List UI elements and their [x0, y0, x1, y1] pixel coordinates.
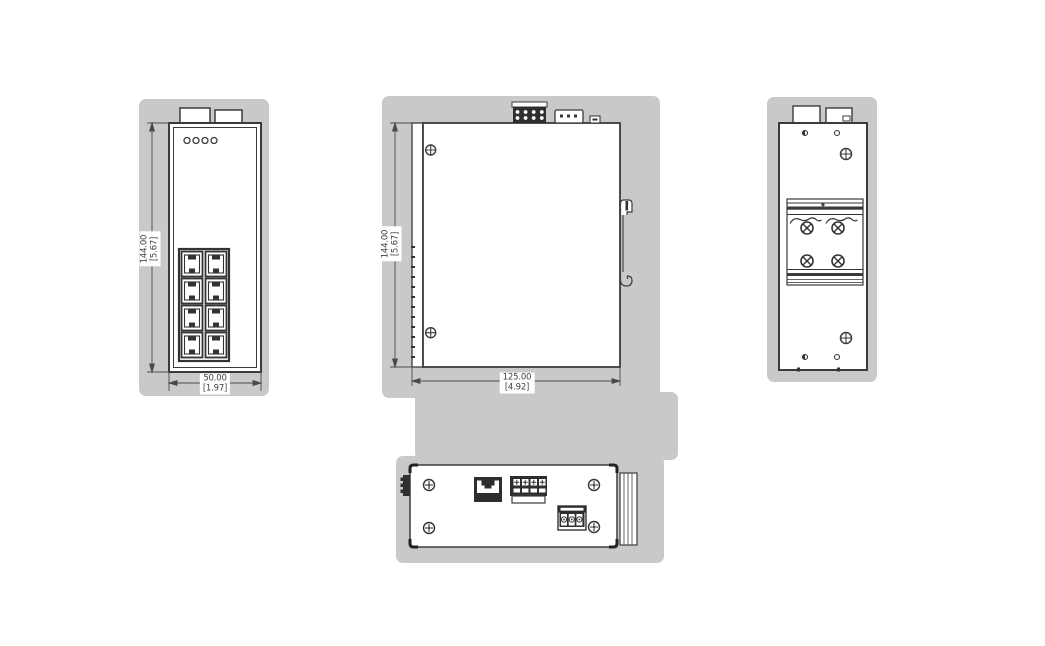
dimension-mm: 50.00 [203, 373, 227, 384]
din-rail-bracket [786, 198, 864, 286]
ground-lug [589, 115, 601, 124]
phillips-screw-icon [425, 144, 437, 339]
top-connector-bumps [792, 105, 853, 124]
front-view-drawing [147, 107, 263, 391]
side-depth-dimension-label: 125.00 [4.92] [499, 372, 535, 394]
power-terminal-block [511, 101, 548, 123]
vent-ticks [411, 246, 415, 358]
led-indicators [183, 136, 218, 145]
dimension-inch: [5.67] [149, 236, 159, 262]
corner-accents [408, 463, 619, 549]
front-faceplate-outline [173, 127, 257, 368]
side-height-dimension-label: 144.00 [5.67] [380, 226, 402, 262]
side-view-drawing [390, 101, 633, 386]
rj45-jack-icon [474, 477, 502, 502]
terminal-block-3pos [557, 505, 587, 531]
mounting-holes-top [801, 129, 841, 137]
terminal-block-4pos [510, 476, 547, 504]
console-connector [554, 109, 584, 124]
side-front-strip [411, 122, 424, 368]
dimension-inch: [5.67] [390, 231, 400, 257]
phillips-screw-icon [839, 147, 853, 345]
side-connector-comb [400, 475, 410, 496]
mounting-holes-bottom [797, 353, 841, 372]
din-rail-clip-icon [619, 199, 633, 287]
bottom-view-drawing [400, 463, 638, 549]
front-width-dimension-label: 50.00 [1.97] [199, 373, 231, 395]
backdrop-connector-band [415, 392, 678, 460]
din-rail-profile [619, 472, 638, 546]
rj45-port-grid [177, 247, 231, 363]
dimension-inch: [1.97] [202, 383, 228, 393]
rear-view-drawing [778, 105, 868, 372]
top-connector-bumps [179, 107, 243, 124]
front-height-dimension-label: 144.00 [5.67] [139, 231, 161, 267]
side-enclosure-outline [422, 122, 621, 368]
dimension-inch: [4.92] [504, 382, 530, 392]
dimension-mm: 125.00 [502, 372, 532, 383]
